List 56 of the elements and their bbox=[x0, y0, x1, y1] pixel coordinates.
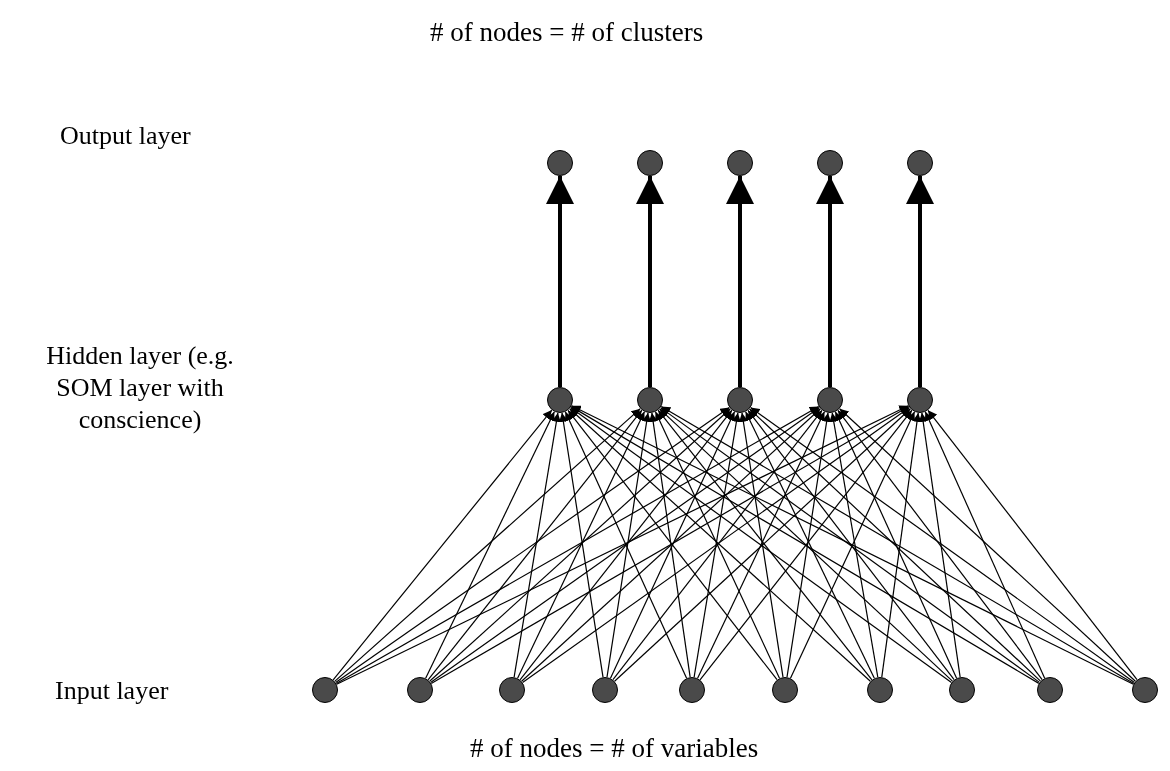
arrow bbox=[429, 408, 731, 682]
arrow bbox=[748, 408, 1042, 682]
arrow bbox=[569, 407, 953, 683]
arrow bbox=[513, 412, 561, 678]
arrow bbox=[657, 409, 873, 681]
arrow bbox=[816, 176, 844, 387]
arrow bbox=[522, 406, 910, 684]
arrow bbox=[335, 406, 730, 684]
arrow bbox=[829, 412, 879, 678]
arrow bbox=[726, 176, 754, 387]
arrow bbox=[838, 408, 1137, 682]
arrow bbox=[699, 409, 913, 681]
arrow bbox=[636, 176, 664, 387]
arrow bbox=[334, 408, 641, 682]
arrow bbox=[571, 405, 1134, 685]
arrow bbox=[924, 411, 1046, 679]
arrow bbox=[747, 409, 955, 681]
arrow bbox=[834, 411, 958, 679]
arrow bbox=[430, 406, 820, 684]
title: # of nodes = # of clusters bbox=[430, 16, 704, 49]
arrow bbox=[521, 408, 821, 682]
arrow bbox=[546, 176, 574, 387]
arrow bbox=[569, 408, 871, 682]
arrow bbox=[427, 409, 643, 681]
arrow bbox=[738, 412, 784, 678]
arrow bbox=[606, 412, 652, 678]
arrow bbox=[332, 409, 553, 681]
arrow bbox=[658, 408, 954, 682]
arrow bbox=[927, 409, 1138, 681]
arrow bbox=[745, 411, 875, 679]
arrow bbox=[693, 412, 741, 678]
caption: # of nodes = # of variables bbox=[470, 732, 759, 765]
arrow bbox=[918, 412, 961, 678]
arrow bbox=[654, 411, 781, 679]
arrow bbox=[336, 405, 909, 685]
arrow bbox=[609, 411, 736, 679]
layer-label: Output layer bbox=[60, 120, 192, 152]
arrow bbox=[659, 407, 1041, 683]
arrow bbox=[517, 411, 645, 679]
arrow bbox=[697, 411, 825, 679]
layer-label: Input layer bbox=[55, 675, 170, 707]
arrow bbox=[425, 411, 555, 679]
arrow bbox=[613, 408, 912, 682]
arrow bbox=[567, 409, 778, 681]
arrow bbox=[519, 409, 733, 681]
arrow bbox=[906, 176, 934, 387]
arrow bbox=[564, 411, 688, 679]
arrow bbox=[749, 406, 1136, 684]
arrow bbox=[786, 412, 832, 678]
arrow bbox=[612, 409, 823, 681]
arrow bbox=[789, 411, 916, 679]
layer-label: Hidden layer (e.g. SOM layer with conscience) bbox=[45, 340, 235, 436]
arrow bbox=[558, 412, 604, 678]
arrow bbox=[648, 412, 691, 678]
arrow bbox=[837, 409, 1043, 681]
arrow bbox=[881, 412, 922, 678]
